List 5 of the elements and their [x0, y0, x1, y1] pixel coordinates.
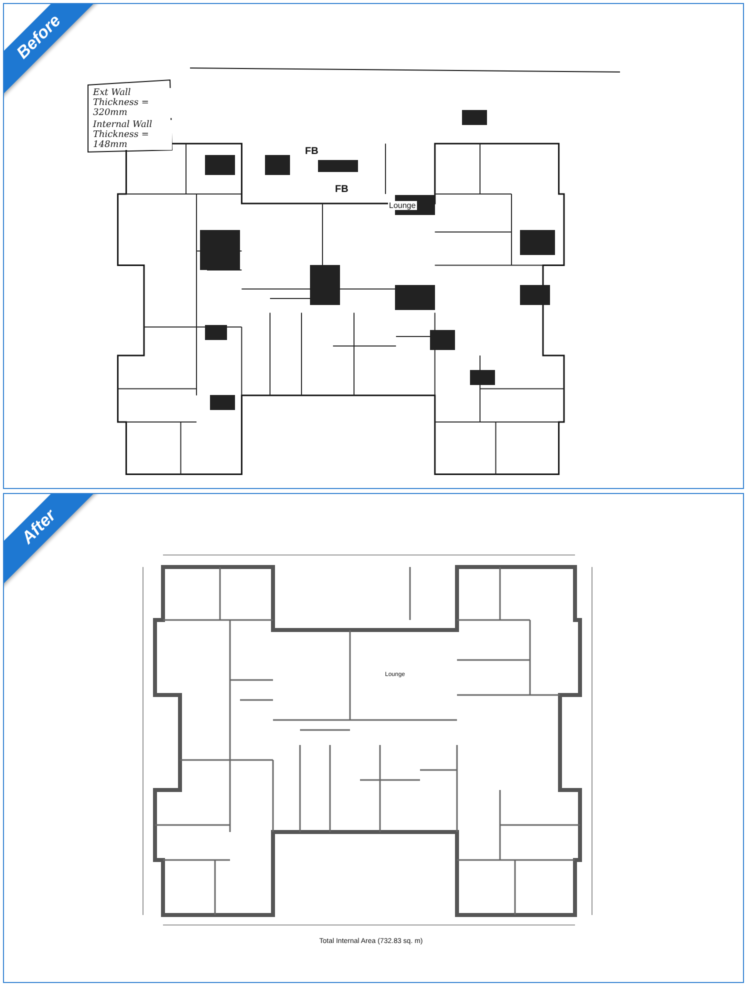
room-label: Lounge — [388, 201, 417, 210]
room-label: FB — [304, 146, 320, 157]
handwritten-note: Ext Wall Thickness = 320mm — [92, 88, 172, 118]
handwritten-note: Internal Wall Thickness = 148mm — [92, 120, 172, 150]
room-label: FB — [334, 184, 350, 195]
